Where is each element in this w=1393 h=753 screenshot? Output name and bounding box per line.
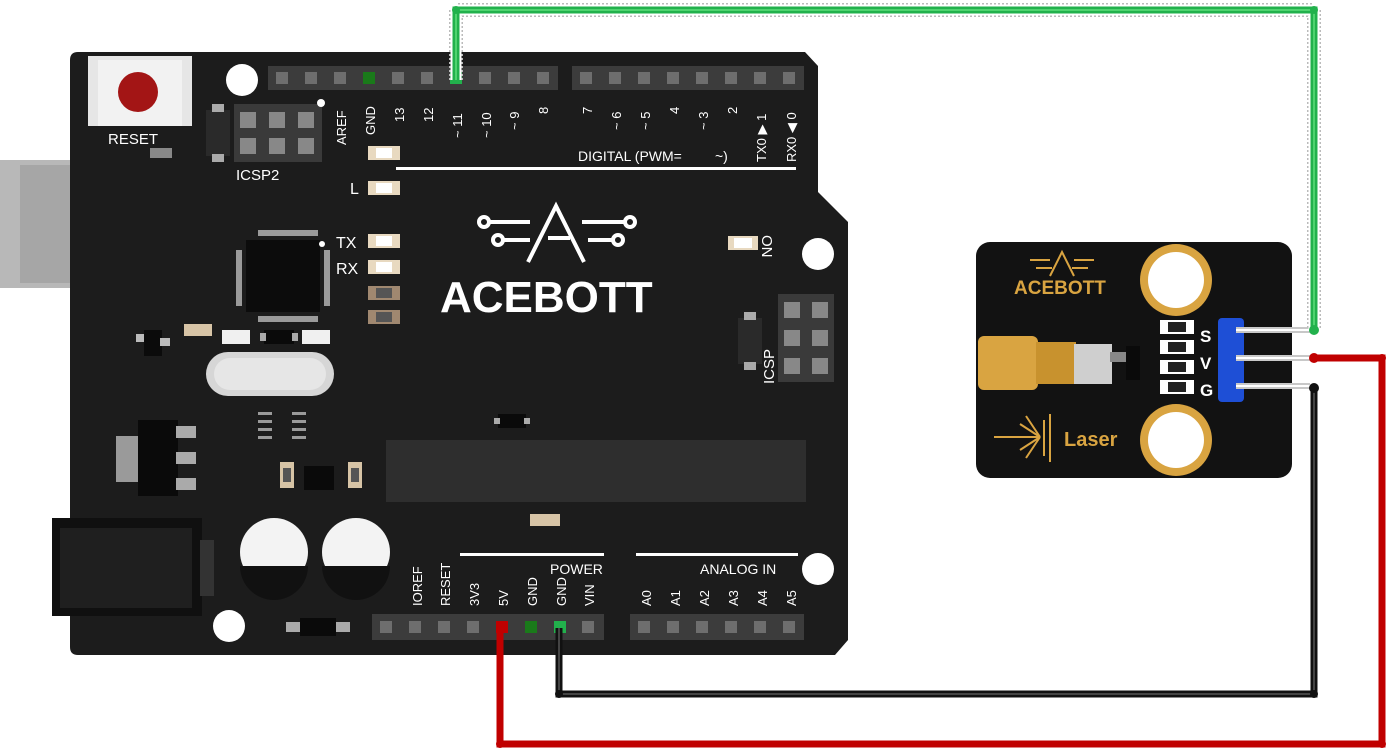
pin-label: 3V3: [467, 583, 482, 606]
arduino-board: RESET ICSP2: [0, 52, 848, 655]
module-pin-v-label: V: [1200, 354, 1212, 373]
capacitor: [322, 518, 390, 600]
mount-hole: [802, 238, 834, 270]
pin-label: ~ 3: [696, 112, 711, 130]
acebott-logo-icon: [477, 201, 637, 263]
analog-header: [630, 614, 804, 640]
module-pin-header: [1218, 318, 1244, 402]
pin-label: 8: [536, 107, 551, 114]
ground-wire: [555, 388, 1318, 698]
board-body: [70, 52, 848, 655]
board-brand: ACEBOTT: [440, 273, 653, 322]
on-label: ON: [758, 235, 775, 258]
pin-label: ~ 10: [479, 112, 494, 138]
module-smd: [1160, 320, 1194, 394]
pin-label: ~ 11: [450, 113, 465, 138]
laser-module: ACEBOTT S V G: [976, 242, 1310, 478]
mount-hole: [226, 64, 258, 96]
reset-button[interactable]: [88, 56, 192, 126]
pin-label: AREF: [334, 110, 349, 145]
capacitor: [240, 518, 308, 600]
pin-label: RX0 ◀ 0: [784, 112, 799, 162]
icsp-header: [778, 294, 834, 382]
pin-label: A4: [755, 590, 770, 606]
mount-hole: [213, 610, 245, 642]
icsp-label: ICSP: [761, 349, 778, 384]
icsp2-label: ICSP2: [236, 167, 279, 184]
main-microcontroller: [386, 440, 806, 502]
module-brand: ACEBOTT: [1014, 278, 1106, 299]
digital-tilde: ~): [715, 148, 728, 164]
pin-label: 7: [580, 107, 595, 114]
module-pin-g-label: G: [1200, 381, 1213, 400]
pin-label: A1: [668, 590, 683, 606]
power-header: [372, 614, 604, 640]
pin-label: 5V: [496, 590, 511, 606]
digital-header-right: [572, 66, 804, 90]
pin-label: RESET: [438, 563, 453, 606]
pin-label: GND: [554, 577, 569, 606]
pin-label: 4: [667, 107, 682, 114]
mount-hole: [802, 553, 834, 585]
pin-label: 2: [725, 107, 740, 114]
digital-label: DIGITAL (PWM=: [578, 148, 682, 164]
led-l-label: L: [350, 181, 359, 198]
digital-header-left: [268, 66, 558, 90]
module-pin-s-label: S: [1200, 327, 1211, 346]
usb-chip: [236, 230, 330, 322]
pin-label: ~ 5: [638, 112, 653, 130]
pin-label: A5: [784, 590, 799, 606]
led-rx-label: RX: [336, 261, 359, 278]
pin-label: 12: [421, 108, 436, 122]
module-logo-icon: [1030, 249, 1094, 277]
pin-label: ~ 6: [609, 112, 624, 130]
reset-label: RESET: [108, 131, 158, 148]
pin-label: ~ 9: [507, 112, 522, 130]
power-label: POWER: [550, 561, 603, 577]
pin-label: A3: [726, 590, 741, 606]
led-column: [368, 146, 400, 324]
voltage-regulator: [116, 420, 196, 496]
pin-label: IOREF: [410, 566, 425, 606]
pin-label: VIN: [582, 584, 597, 606]
pin-label: GND: [525, 577, 540, 606]
pin-label: TX0 ▶ 1: [754, 114, 769, 162]
pin-label: GND: [363, 106, 378, 135]
pin-label: A0: [639, 590, 654, 606]
module-name: Laser: [1064, 429, 1118, 451]
analog-label: ANALOG IN: [700, 561, 776, 577]
pin-label: A2: [697, 590, 712, 606]
laser-icon: [994, 414, 1051, 462]
led-tx-label: TX: [336, 235, 357, 252]
laser-diode: [978, 336, 1140, 390]
signal-wire: [449, 3, 1321, 330]
pin-label: 13: [392, 108, 407, 122]
icsp2-header: [234, 104, 322, 162]
